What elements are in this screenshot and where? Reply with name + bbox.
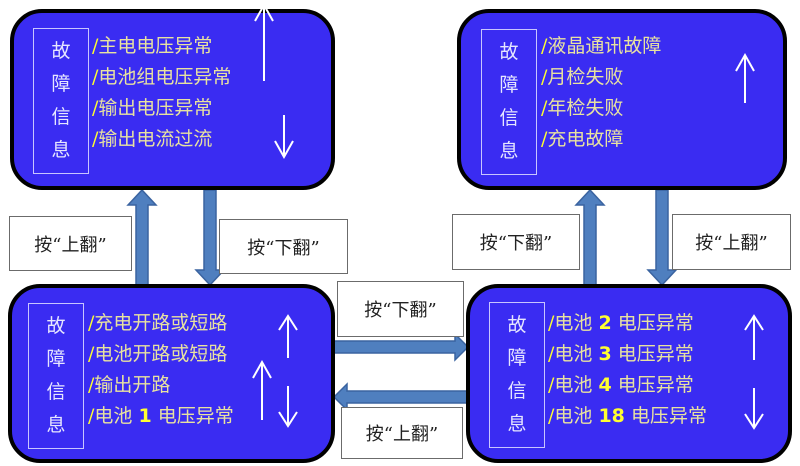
fault-item: /电池 18 电压异常 [548, 405, 707, 427]
fault-item: /输出电流过流 [92, 128, 213, 150]
scroll-up-arrow-icon [744, 314, 764, 360]
fault-item: /输出电压异常 [92, 97, 213, 119]
label-char: 障 [507, 347, 527, 369]
fault-info-label: 故 障 信 息 [489, 302, 545, 448]
fault-list: /充电开路或短路 /电池开路或短路 /输出开路 /电池 1 电压异常 [88, 308, 234, 432]
note-page-up: 按“上翻” [9, 216, 132, 271]
scroll-up-arrow-icon [278, 314, 298, 358]
fault-item: /电池 4 电压异常 [548, 374, 694, 396]
fault-panel-bottom-right: 故 障 信 息 /电池 2 电压异常 /电池 3 电压异常 /电池 4 电压异常… [466, 284, 792, 463]
arrow-left-br-to-bl [332, 382, 469, 412]
note-page-up: 按“上翻” [672, 214, 791, 270]
fault-item: /电池组电压异常 [92, 66, 232, 88]
arrow-right-bl-to-br [333, 332, 470, 362]
fault-list: /液晶通讯故障 /月检失败 /年检失败 /充电故障 [541, 31, 661, 155]
fault-panel-top-left: 故 障 信 息 /主电电压异常 /电池组电压异常 /输出电压异常 /输出电流过流 [10, 2, 335, 190]
note-page-down: 按“下翻” [337, 281, 464, 337]
fault-item: /充电开路或短路 [88, 312, 228, 334]
fault-panel-bottom-left: 故 障 信 息 /充电开路或短路 /电池开路或短路 /输出开路 /电池 1 电压… [8, 284, 335, 463]
label-char: 信 [46, 381, 66, 403]
fault-item: /电池 3 电压异常 [548, 343, 694, 365]
note-page-up: 按“上翻” [341, 407, 463, 459]
label-char: 故 [499, 41, 519, 63]
scroll-down-arrow-icon [274, 115, 294, 160]
arrow-up-bl-to-tl [126, 188, 158, 289]
label-char: 故 [507, 314, 527, 336]
scroll-up-arrow-icon [735, 52, 755, 103]
label-char: 障 [499, 74, 519, 96]
fault-item: /电池 2 电压异常 [548, 312, 694, 334]
arrow-down-tl-to-bl [194, 189, 226, 287]
label-char: 故 [46, 315, 66, 337]
fault-item: /液晶通讯故障 [541, 35, 662, 57]
arrow-down-tr-to-br [646, 189, 678, 287]
label-char: 障 [51, 73, 71, 95]
fault-item: /年检失败 [541, 97, 624, 119]
label-char: 息 [499, 140, 519, 162]
label-char: 信 [507, 380, 527, 402]
fault-item: /主电电压异常 [92, 35, 213, 57]
label-char: 息 [51, 139, 71, 161]
fault-info-label: 故 障 信 息 [33, 28, 89, 174]
label-char: 息 [46, 414, 66, 436]
note-page-down: 按“下翻” [452, 214, 580, 270]
fault-item: /电池 1 电压异常 [88, 405, 234, 427]
scroll-up-arrow-icon [252, 359, 272, 420]
label-char: 息 [507, 413, 527, 435]
fault-panel-top-right: 故 障 信 息 /液晶通讯故障 /月检失败 /年检失败 /充电故障 [457, 9, 787, 190]
fault-info-label: 故 障 信 息 [481, 29, 537, 175]
scroll-down-arrow-icon [744, 388, 764, 430]
scroll-down-arrow-icon [278, 386, 298, 428]
note-page-down: 按“下翻” [219, 219, 348, 274]
scroll-up-arrow-icon [254, 2, 274, 81]
fault-item: /电池开路或短路 [88, 343, 228, 365]
label-char: 信 [499, 107, 519, 129]
fault-item: /月检失败 [541, 66, 624, 88]
label-char: 障 [46, 348, 66, 370]
fault-list: /主电电压异常 /电池组电压异常 /输出电压异常 /输出电流过流 [92, 31, 231, 155]
fault-item: /充电故障 [541, 128, 624, 150]
arrow-up-br-to-tr [574, 188, 606, 289]
fault-item: /输出开路 [88, 374, 171, 396]
label-char: 故 [51, 40, 71, 62]
label-char: 信 [51, 106, 71, 128]
fault-list: /电池 2 电压异常 /电池 3 电压异常 /电池 4 电压异常 /电池 18 … [548, 308, 707, 432]
fault-info-label: 故 障 信 息 [28, 303, 84, 449]
